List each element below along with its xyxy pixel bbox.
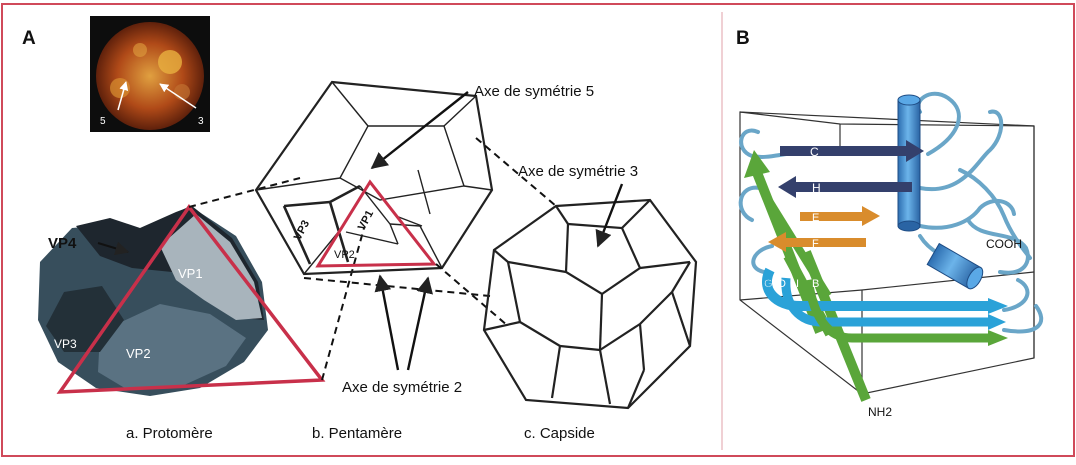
terminus-nh2: NH2 (868, 405, 892, 419)
caption-pentamer: b. Pentamère (312, 425, 402, 442)
panel-a-letter: A (22, 28, 36, 49)
strand-label-h: H (812, 181, 821, 195)
strand-label-i: I (796, 278, 799, 290)
panel-b-letter: B (736, 28, 750, 49)
strand-label-d: D (778, 278, 786, 290)
strand-label-g: G (764, 278, 773, 290)
micrograph-label-3: 3 (198, 116, 204, 127)
strand-label-f: F (812, 238, 819, 250)
micrograph-label-5: 5 (100, 116, 106, 127)
protomer-label-vp4: VP4 (48, 235, 77, 252)
annotation-axis-2: Axe de symétrie 2 (342, 379, 462, 396)
protomer-label-vp1: VP1 (178, 266, 203, 281)
protomer-label-vp3: VP3 (54, 337, 77, 351)
caption-capsid: c. Capside (524, 425, 595, 442)
caption-protomer: a. Protomère (126, 425, 213, 442)
strand-label-b: B (812, 278, 819, 290)
pentamer-label-vp2: VP2 (334, 249, 355, 261)
protomer-label-vp2: VP2 (126, 346, 151, 361)
micrograph-image: 5 3 (90, 16, 210, 132)
terminus-cooh: COOH (986, 237, 1022, 251)
annotation-axis-5: Axe de symétrie 5 (474, 83, 594, 100)
helix-vertical (898, 95, 920, 231)
annotation-axis-3: Axe de symétrie 3 (518, 163, 638, 180)
strand-label-e: E (812, 212, 819, 224)
strand-label-c: C (810, 145, 819, 159)
